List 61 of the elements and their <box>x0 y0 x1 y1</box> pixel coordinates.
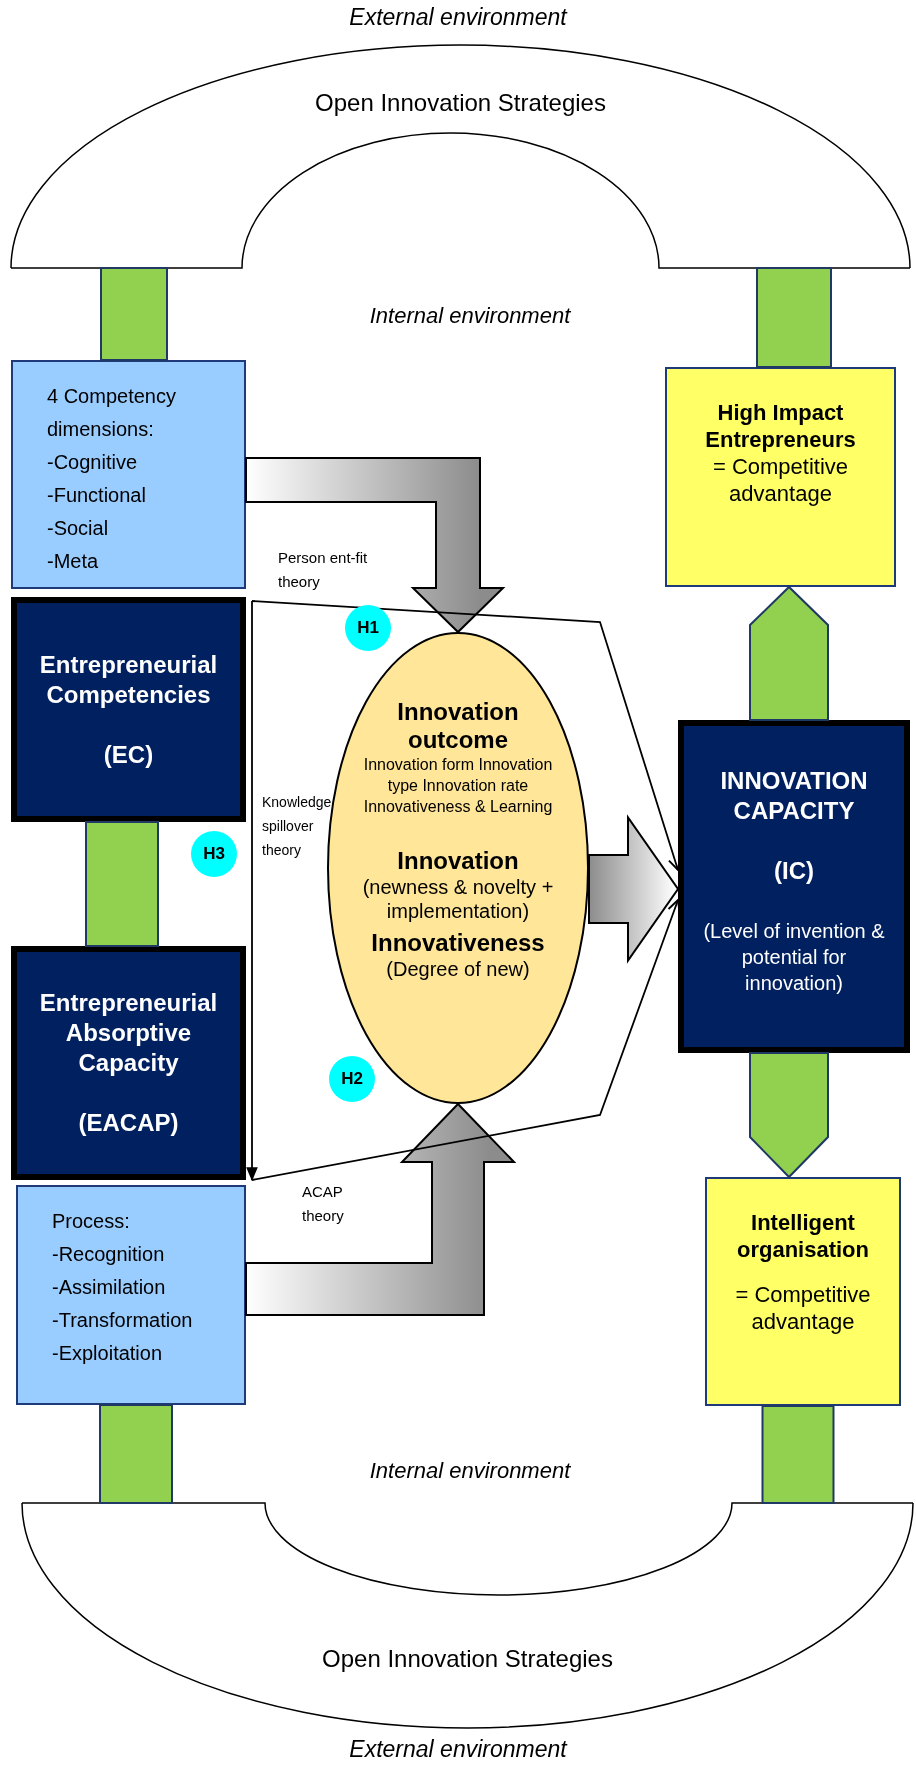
box-text: (EC) <box>103 739 154 770</box>
list-item: -Social <box>47 516 110 541</box>
concept-box <box>11 597 246 822</box>
concept-box <box>678 720 910 1053</box>
box-title: INNOVATION CAPACITY <box>719 766 869 826</box>
oval-text: (Degree of new) <box>385 957 531 981</box>
block-arrow <box>245 457 506 634</box>
list-item: -Assimilation <box>52 1275 167 1300</box>
box-heading: Intelligent organisation <box>736 1209 870 1263</box>
arch-band <box>22 1503 913 1728</box>
box-text: = Competitive advantage <box>734 1281 872 1335</box>
theory-label: Person ent-fit theory <box>278 548 369 592</box>
connector-block <box>761 1405 835 1504</box>
box-text: = Competitive advantage <box>711 453 850 507</box>
list-item: -Transformation <box>52 1308 194 1333</box>
theory-label: ACAP theory <box>302 1182 345 1226</box>
theory-label: Knowledge spillover theory <box>262 793 330 860</box>
list-item: -Exploitation <box>52 1341 164 1366</box>
environment-label: External environment <box>348 1736 569 1763</box>
arrow <box>251 899 681 1181</box>
concept-box <box>11 946 246 1180</box>
arrow <box>251 600 681 871</box>
list-item: -Meta <box>47 549 100 574</box>
band-title: Open Innovation Strategies <box>322 1645 613 1673</box>
box-heading: 4 Competency dimensions: <box>47 384 177 442</box>
block-arrow <box>245 1102 517 1316</box>
outcome-box <box>705 1177 901 1406</box>
connector-block <box>85 821 159 947</box>
block-arrow <box>749 1052 829 1179</box>
list-item: -Recognition <box>52 1242 166 1267</box>
box-title: Entrepreneurial Absorptive Capacity <box>38 988 219 1078</box>
box-text: (EACAP) <box>78 1108 179 1138</box>
outcome-box <box>665 367 896 587</box>
info-box <box>16 1185 246 1405</box>
connector-block <box>100 267 168 361</box>
connector-block <box>99 1404 173 1504</box>
environment-label: External environment <box>348 4 569 31</box>
oval-text: (newness & novelty + implementation) <box>361 875 555 923</box>
environment-label: Internal environment <box>368 1458 572 1484</box>
edge-label: H2 <box>329 1056 375 1102</box>
oval-heading: Innovation outcome <box>396 698 520 754</box>
box-text: (IC) <box>774 856 814 886</box>
oval-text: Innovation form Innovation type Innovation rate Innovativeness & Learning <box>362 755 554 817</box>
list-item: -Functional <box>47 483 147 508</box>
box-heading: Process: <box>52 1209 131 1234</box>
box-title: Entrepreneurial Competencies <box>38 649 219 710</box>
edge-label: H3 <box>191 831 237 877</box>
band-title: Open Innovation Strategies <box>315 89 606 117</box>
arch-band <box>11 45 910 268</box>
arrow <box>246 600 258 1182</box>
environment-label: Internal environment <box>368 303 572 329</box>
oval-heading: Innovation <box>396 847 520 875</box>
oval-heading: Innovativeness <box>370 929 546 957</box>
list-item: -Cognitive <box>47 450 139 475</box>
box-heading: High Impact Entrepreneurs <box>704 399 857 453</box>
block-arrow <box>749 585 829 721</box>
connector-block <box>756 267 832 368</box>
info-box <box>11 360 246 589</box>
block-arrow <box>588 814 680 964</box>
edge-label: H1 <box>345 605 391 651</box>
box-text: (Level of invention & potential for innovation) <box>702 919 886 996</box>
